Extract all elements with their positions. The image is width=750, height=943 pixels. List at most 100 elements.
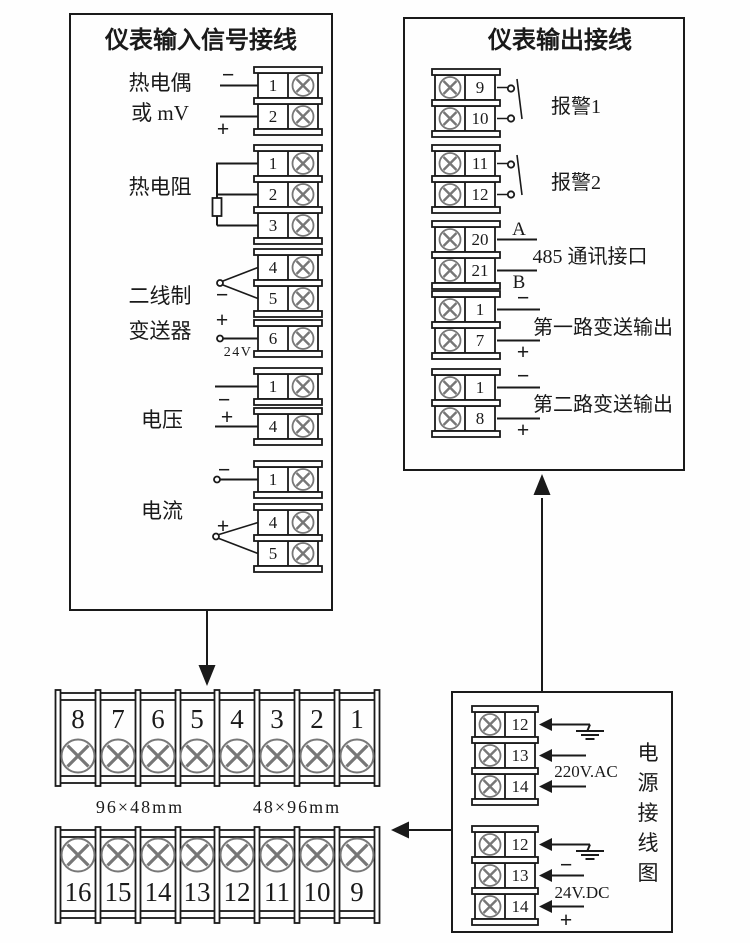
- screw-terminal-icon: [291, 255, 315, 280]
- wire: [215, 385, 258, 428]
- strip-post: [333, 689, 341, 787]
- contact-dot: [506, 84, 516, 93]
- dc-power-group: 12 13 14 − 24V.DC +: [471, 825, 610, 932]
- terminal-bar: [431, 251, 501, 259]
- screw-terminal-icon: [139, 836, 177, 874]
- resistor-symbol: [211, 197, 223, 217]
- dc-voltage-label: 24V.DC: [555, 883, 610, 902]
- screw-terminal-icon: [291, 151, 315, 176]
- terminal-bar: [253, 367, 323, 375]
- terminal-bar: [431, 321, 501, 329]
- strip-post: [134, 689, 142, 787]
- ac-power-group: 12 13 14 220V.AC: [471, 705, 618, 806]
- output-box-border: [403, 17, 685, 471]
- alarm2-label: 报警2: [551, 171, 601, 194]
- strip-post: [134, 826, 142, 924]
- screw-terminal-icon: [291, 541, 315, 566]
- screw-terminal-icon: [438, 227, 462, 252]
- screw-terminal-icon: [291, 414, 315, 439]
- wire: [497, 386, 540, 420]
- terminal-bar: [471, 736, 539, 744]
- strip-number: 6: [151, 704, 165, 734]
- left-arrowhead-icon: [539, 900, 552, 913]
- terminal-number: 11: [472, 154, 488, 173]
- terminal-number: 4: [269, 258, 278, 277]
- screw-terminal-icon: [178, 836, 216, 874]
- screw-terminal-icon: [291, 286, 315, 311]
- thermocouple-group: 热电偶 或 mV − + 1 2: [129, 62, 323, 141]
- ground-icon: [575, 723, 605, 740]
- screw-terminal-icon: [438, 182, 462, 207]
- wire: [551, 723, 590, 788]
- retrans2-group: 1 8 − + 第二路变送输出: [431, 363, 673, 442]
- strip-number: 9: [350, 877, 364, 907]
- terminal-bar: [253, 460, 323, 468]
- output-box: 仪表输出接线 9 10 报警1: [403, 17, 685, 471]
- screw-terminal-icon: [258, 737, 296, 775]
- screw-terminal-icon: [139, 737, 177, 775]
- screw-terminal-icon: [291, 467, 315, 492]
- screw-terminal-icon: [478, 712, 502, 737]
- power-title-char: 图: [638, 861, 659, 885]
- terminal-number: 4: [269, 417, 278, 436]
- terminal-number: 1: [269, 76, 278, 95]
- strip-number: 7: [111, 704, 125, 734]
- terminal-bar: [253, 310, 323, 318]
- terminal-bar: [253, 407, 323, 415]
- terminal-number: 1: [269, 154, 278, 173]
- minus-sign: −: [218, 457, 231, 482]
- terminal-number: 1: [269, 470, 278, 489]
- strip-post: [94, 826, 102, 924]
- strip-post: [174, 826, 182, 924]
- terminal-number: 1: [476, 300, 485, 319]
- minus-sign: −: [517, 363, 530, 388]
- transmitter-label-2: 变送器: [129, 319, 192, 343]
- power-box-border: [451, 691, 673, 933]
- plus-sign: +: [217, 116, 230, 141]
- retrans1-label: 第一路变送输出: [533, 316, 673, 339]
- screw-terminal-icon: [291, 73, 315, 98]
- terminal-number: 6: [269, 329, 278, 348]
- terminal-number: 5: [269, 544, 278, 563]
- thermocouple-label-1: 热电偶: [129, 71, 192, 95]
- retrans1-group: 1 7 − + 第一路变送输出: [431, 285, 673, 364]
- screw-terminal-icon: [438, 328, 462, 353]
- terminal-bar: [431, 175, 501, 183]
- screw-terminal-icon: [291, 374, 315, 399]
- screw-terminal-icon: [338, 737, 376, 775]
- screw-terminal-icon: [258, 836, 296, 874]
- wire: [220, 84, 258, 118]
- strip-post: [333, 826, 341, 924]
- down-arrowhead-icon: [198, 665, 216, 686]
- terminal-bar: [471, 798, 539, 806]
- screw-terminal-icon: [291, 326, 315, 351]
- terminal-bar: [471, 705, 539, 713]
- supply-24v-label: 24V: [224, 345, 253, 360]
- terminal-bar: [431, 352, 501, 360]
- screw-terminal-icon: [438, 151, 462, 176]
- rs485-b-label: B: [513, 272, 526, 293]
- left-arrowhead-icon: [539, 780, 552, 793]
- strip-post: [213, 826, 221, 924]
- strip-post: [293, 689, 301, 787]
- terminal-number: 14: [512, 777, 530, 796]
- terminal-bar: [431, 430, 501, 438]
- screw-terminal-icon: [438, 106, 462, 131]
- terminal-number: 10: [472, 109, 489, 128]
- transmitter-label-1: 二线制: [129, 284, 192, 308]
- terminal-bar: [253, 319, 323, 327]
- terminal-number: 7: [476, 331, 485, 350]
- terminal-number: 12: [472, 185, 489, 204]
- terminal-number: 5: [269, 289, 278, 308]
- terminal-bar: [431, 220, 501, 228]
- terminal-number: 13: [512, 866, 529, 885]
- wire: [497, 238, 537, 272]
- power-title-char: 接: [638, 801, 659, 825]
- input-box-title: 仪表输入信号接线: [104, 26, 297, 54]
- strip-number: 16: [65, 877, 92, 907]
- voltage-group: 电压 − + 1 4: [141, 367, 323, 446]
- output-box-title: 仪表输出接线: [487, 26, 632, 54]
- terminal-bar: [431, 68, 501, 76]
- terminal-bar: [471, 887, 539, 895]
- terminal-bar: [253, 128, 323, 136]
